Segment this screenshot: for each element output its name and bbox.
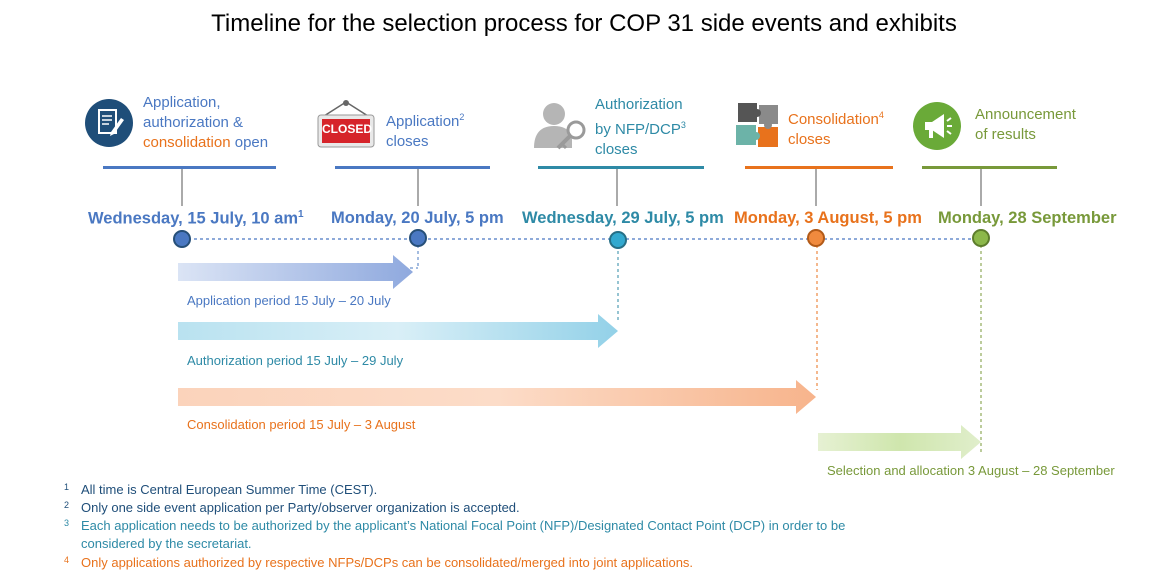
- date-2: Monday, 20 July, 5 pm: [331, 209, 504, 227]
- stage-2-label: Application2 closes: [386, 107, 516, 152]
- closed-sign-icon: CLOSED: [316, 99, 376, 151]
- stage-4-sup: 4: [878, 110, 884, 120]
- separator-5: [922, 166, 1057, 169]
- footnote-1-text: All time is Central European Summer Time…: [81, 482, 378, 497]
- consolidation-period-arrow: [178, 380, 816, 414]
- footnote-4-num: 4: [64, 555, 70, 565]
- megaphone-icon: [912, 101, 962, 151]
- stage-3-line-1: Authorization: [595, 96, 683, 113]
- footnote-3-num: 3: [64, 518, 70, 528]
- date-1-sup: 1: [298, 209, 304, 220]
- separator-1: [103, 166, 276, 169]
- footnote-4-text: Only applications authorized by respecti…: [81, 555, 694, 570]
- separator-3: [538, 166, 704, 169]
- footnote-3-text-line-1: Each application needs to be authorized …: [81, 518, 846, 533]
- document-edit-icon: [84, 98, 134, 148]
- footnote-3: 3 Each application needs to be authorize…: [0, 517, 1168, 553]
- date-1-text: Wednesday, 15 July, 10 am: [88, 209, 299, 228]
- date-5: Monday, 28 September: [938, 209, 1117, 227]
- footnote-2-num: 2: [64, 500, 70, 510]
- stage-3-line-2: by NFP/DCP: [595, 121, 681, 138]
- footnote-2-text: Only one side event application per Part…: [81, 500, 520, 515]
- timeline-dot-3: [609, 231, 627, 249]
- stage-1-line-2: authorization &: [143, 114, 244, 131]
- puzzle-icon: [734, 99, 784, 151]
- person-key-icon: [532, 100, 588, 152]
- stage-1-line-3a: consolidation: [143, 134, 231, 151]
- consolidation-period-label: Consolidation period 15 July – 3 August: [187, 417, 416, 432]
- separator-4: [745, 166, 893, 169]
- timeline-dot-5: [972, 229, 990, 247]
- date-1: Wednesday, 15 July, 10 am1: [88, 209, 304, 229]
- stage-3-sup: 3: [680, 120, 686, 130]
- stage-2-line-1: Application: [386, 113, 460, 130]
- stage-4-label: Consolidation4 closes: [788, 105, 918, 150]
- selection-period-label: Selection and allocation 3 August – 28 S…: [827, 463, 1115, 478]
- timeline-dot-4: [807, 229, 825, 247]
- stage-3-line-3: closes: [595, 141, 638, 158]
- selection-period-arrow: [818, 425, 981, 459]
- date-4: Monday, 3 August, 5 pm: [734, 209, 922, 227]
- timeline-dot-2: [409, 229, 427, 247]
- footnote-3-text-line-2: considered by the secretariat.: [81, 536, 252, 551]
- closed-sign-text: CLOSED: [322, 122, 373, 136]
- stage-5-line-1: Announcement: [975, 106, 1076, 123]
- authorization-period-arrow: [178, 314, 618, 348]
- date-3: Wednesday, 29 July, 5 pm: [522, 209, 724, 227]
- stage-1-line-1: Application,: [143, 94, 221, 111]
- stage-5-label: Announcement of results: [975, 105, 1105, 145]
- footnote-4: 4 Only applications authorized by respec…: [0, 554, 1168, 572]
- stage-1-line-3b: open: [230, 134, 269, 151]
- stage-1-label: Application, authorization & consolidati…: [143, 93, 293, 153]
- stage-3-label: Authorization by NFP/DCP3 closes: [595, 95, 735, 160]
- footnote-1-num: 1: [64, 482, 70, 492]
- stage-2-sup: 2: [459, 112, 465, 122]
- separator-2: [335, 166, 490, 169]
- stage-4-line-2: closes: [788, 131, 831, 148]
- stage-4-line-1: Consolidation: [788, 111, 879, 128]
- stage-2-line-2: closes: [386, 133, 429, 150]
- footnote-1: 1 All time is Central European Summer Ti…: [0, 481, 1168, 499]
- page-title: Timeline for the selection process for C…: [211, 10, 957, 37]
- footnote-2: 2 Only one side event application per Pa…: [0, 499, 1168, 517]
- stage-5-line-2: of results: [975, 126, 1036, 143]
- application-period-arrow: [178, 255, 413, 289]
- timeline-dot-1: [173, 230, 191, 248]
- authorization-period-label: Authorization period 15 July – 29 July: [187, 353, 404, 368]
- application-period-label: Application period 15 July – 20 July: [187, 293, 391, 308]
